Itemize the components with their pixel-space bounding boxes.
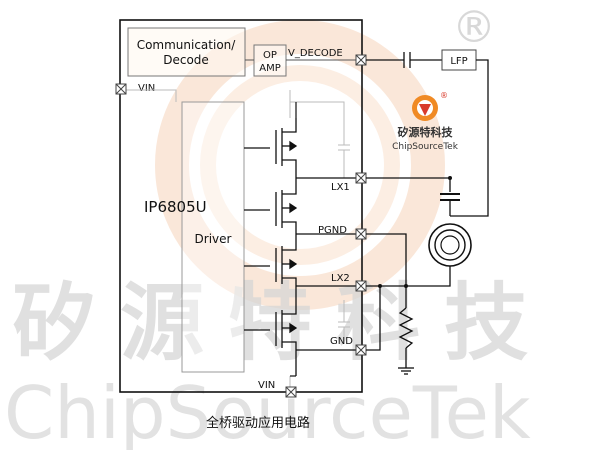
- driver-block: [181, 101, 245, 373]
- logo-en-text: ChipSourceTek: [392, 142, 459, 152]
- mosfet-high-side-1: [244, 118, 298, 178]
- driver-label: Driver: [195, 232, 232, 246]
- pin-marker-v-decode: [355, 54, 367, 66]
- pin-label-v-decode: V_DECODE: [288, 48, 343, 59]
- external-circuit: [366, 49, 489, 375]
- pin-markers: [115, 54, 367, 398]
- watermark-layer: ® 矽源特科技 ChipSourceTek: [4, 2, 552, 450]
- logo-cn-text: 矽源特科技: [398, 125, 454, 139]
- watermark-ring-inner-icon: [200, 65, 400, 265]
- resistor-icon: [398, 307, 414, 349]
- comm-block-label-2: Decode: [163, 53, 209, 67]
- pin-label-vin-bottom: VIN: [258, 380, 275, 391]
- mosfet-low-side-2: [244, 286, 298, 376]
- comm-block-label-1: Communication/: [137, 38, 237, 52]
- opamp-label-1: OP: [263, 50, 277, 61]
- watermark-big-en: ChipSourceTek: [4, 371, 531, 450]
- watermark-big-cn: 矽源特科技: [12, 274, 552, 372]
- watermark-ring-icon: [155, 20, 445, 310]
- pin-label-lx2: LX2: [331, 273, 350, 284]
- comm-decode-block: [127, 27, 246, 77]
- pin-label-vin-top: VIN: [138, 83, 155, 94]
- pin-marker-vin-top: [115, 83, 127, 95]
- opamp-label-2: AMP: [259, 63, 281, 74]
- chipsourcetek-logo: ® 矽源特科技 ChipSourceTek: [392, 91, 459, 152]
- bridge-wiring: [290, 102, 358, 377]
- watermark-registered-mark: ®: [452, 2, 496, 53]
- pin-label-gnd: GND: [330, 336, 353, 347]
- pin-marker-vin-bottom: [285, 386, 297, 398]
- chip-outline: [119, 19, 363, 393]
- lfp-label: LFP: [450, 56, 467, 67]
- logo-registered-mark: ®: [440, 91, 448, 100]
- pin-marker-lx2: [355, 280, 367, 292]
- coil-icon: [428, 223, 472, 267]
- pin-marker-gnd: [355, 344, 367, 356]
- mosfet-high-side-2: [244, 234, 298, 286]
- pin-marker-lx1: [355, 172, 367, 184]
- figure-caption: 全桥驱动应用电路: [206, 415, 310, 431]
- pin-marker-pgnd: [355, 228, 367, 240]
- pin-label-lx1: LX1: [331, 182, 350, 193]
- mosfet-low-side-1: [244, 178, 298, 234]
- pin-label-pgnd: PGND: [318, 225, 347, 236]
- chip-name: IP6805U: [144, 198, 207, 216]
- junction-dots: [378, 176, 452, 288]
